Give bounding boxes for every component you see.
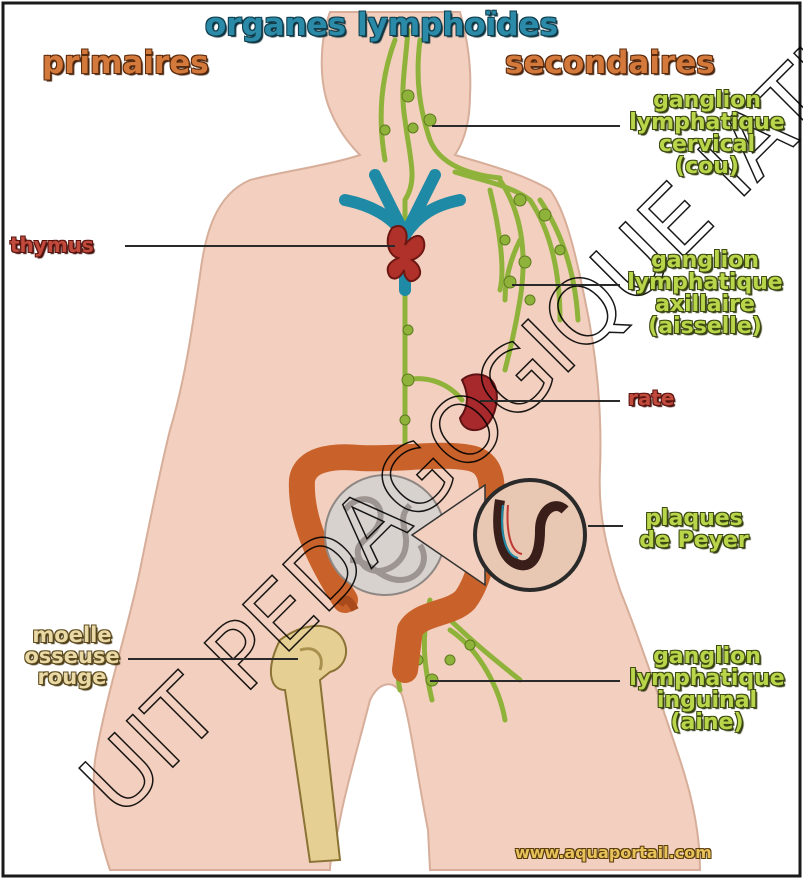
label-thymus: thymus: [10, 235, 94, 255]
leader-line-inguinal: [430, 680, 620, 682]
label-peyer-line1: plaques: [624, 508, 764, 530]
leader-line-spleen: [480, 400, 620, 402]
label-axillary-line4: (aisselle): [620, 316, 790, 338]
label-peyer: plaques de Peyer: [624, 508, 764, 552]
label-inguinal-line2: lymphatique: [622, 668, 792, 690]
site-credit: www.aquaportail.com: [515, 843, 712, 862]
label-marrow: moelle osseuse rouge: [22, 625, 122, 688]
label-cervical-line3: cervical: [622, 134, 792, 156]
label-marrow-line3: rouge: [22, 667, 122, 688]
secondary-header: secondaires: [505, 48, 715, 79]
label-inguinal: ganglion lymphatique inguinal (aine): [622, 646, 792, 734]
label-axillary-line2: lymphatique: [620, 272, 790, 294]
label-marrow-line1: moelle: [22, 625, 122, 646]
label-inguinal-line4: (aine): [622, 712, 792, 734]
primary-header: primaires: [42, 48, 209, 79]
label-cervical: ganglion lymphatique cervical (cou): [622, 90, 792, 178]
title: organes lymphoïdes: [205, 10, 558, 41]
label-spleen: rate: [628, 388, 674, 408]
label-cervical-line1: ganglion: [622, 90, 792, 112]
label-inguinal-line1: ganglion: [622, 646, 792, 668]
label-axillary-line3: axillaire: [620, 294, 790, 316]
label-cervical-line4: (cou): [622, 156, 792, 178]
leader-line-marrow: [128, 658, 298, 660]
label-marrow-line2: osseuse: [22, 646, 122, 667]
label-inguinal-line3: inguinal: [622, 690, 792, 712]
leader-line-cervical: [432, 125, 620, 127]
leader-line-peyer: [588, 525, 623, 527]
label-cervical-line2: lymphatique: [622, 112, 792, 134]
label-axillary-line1: ganglion: [620, 250, 790, 272]
label-axillary: ganglion lymphatique axillaire (aisselle…: [620, 250, 790, 338]
leader-line-thymus: [125, 245, 395, 247]
label-peyer-line2: de Peyer: [624, 530, 764, 552]
leader-line-axillary: [512, 284, 620, 286]
